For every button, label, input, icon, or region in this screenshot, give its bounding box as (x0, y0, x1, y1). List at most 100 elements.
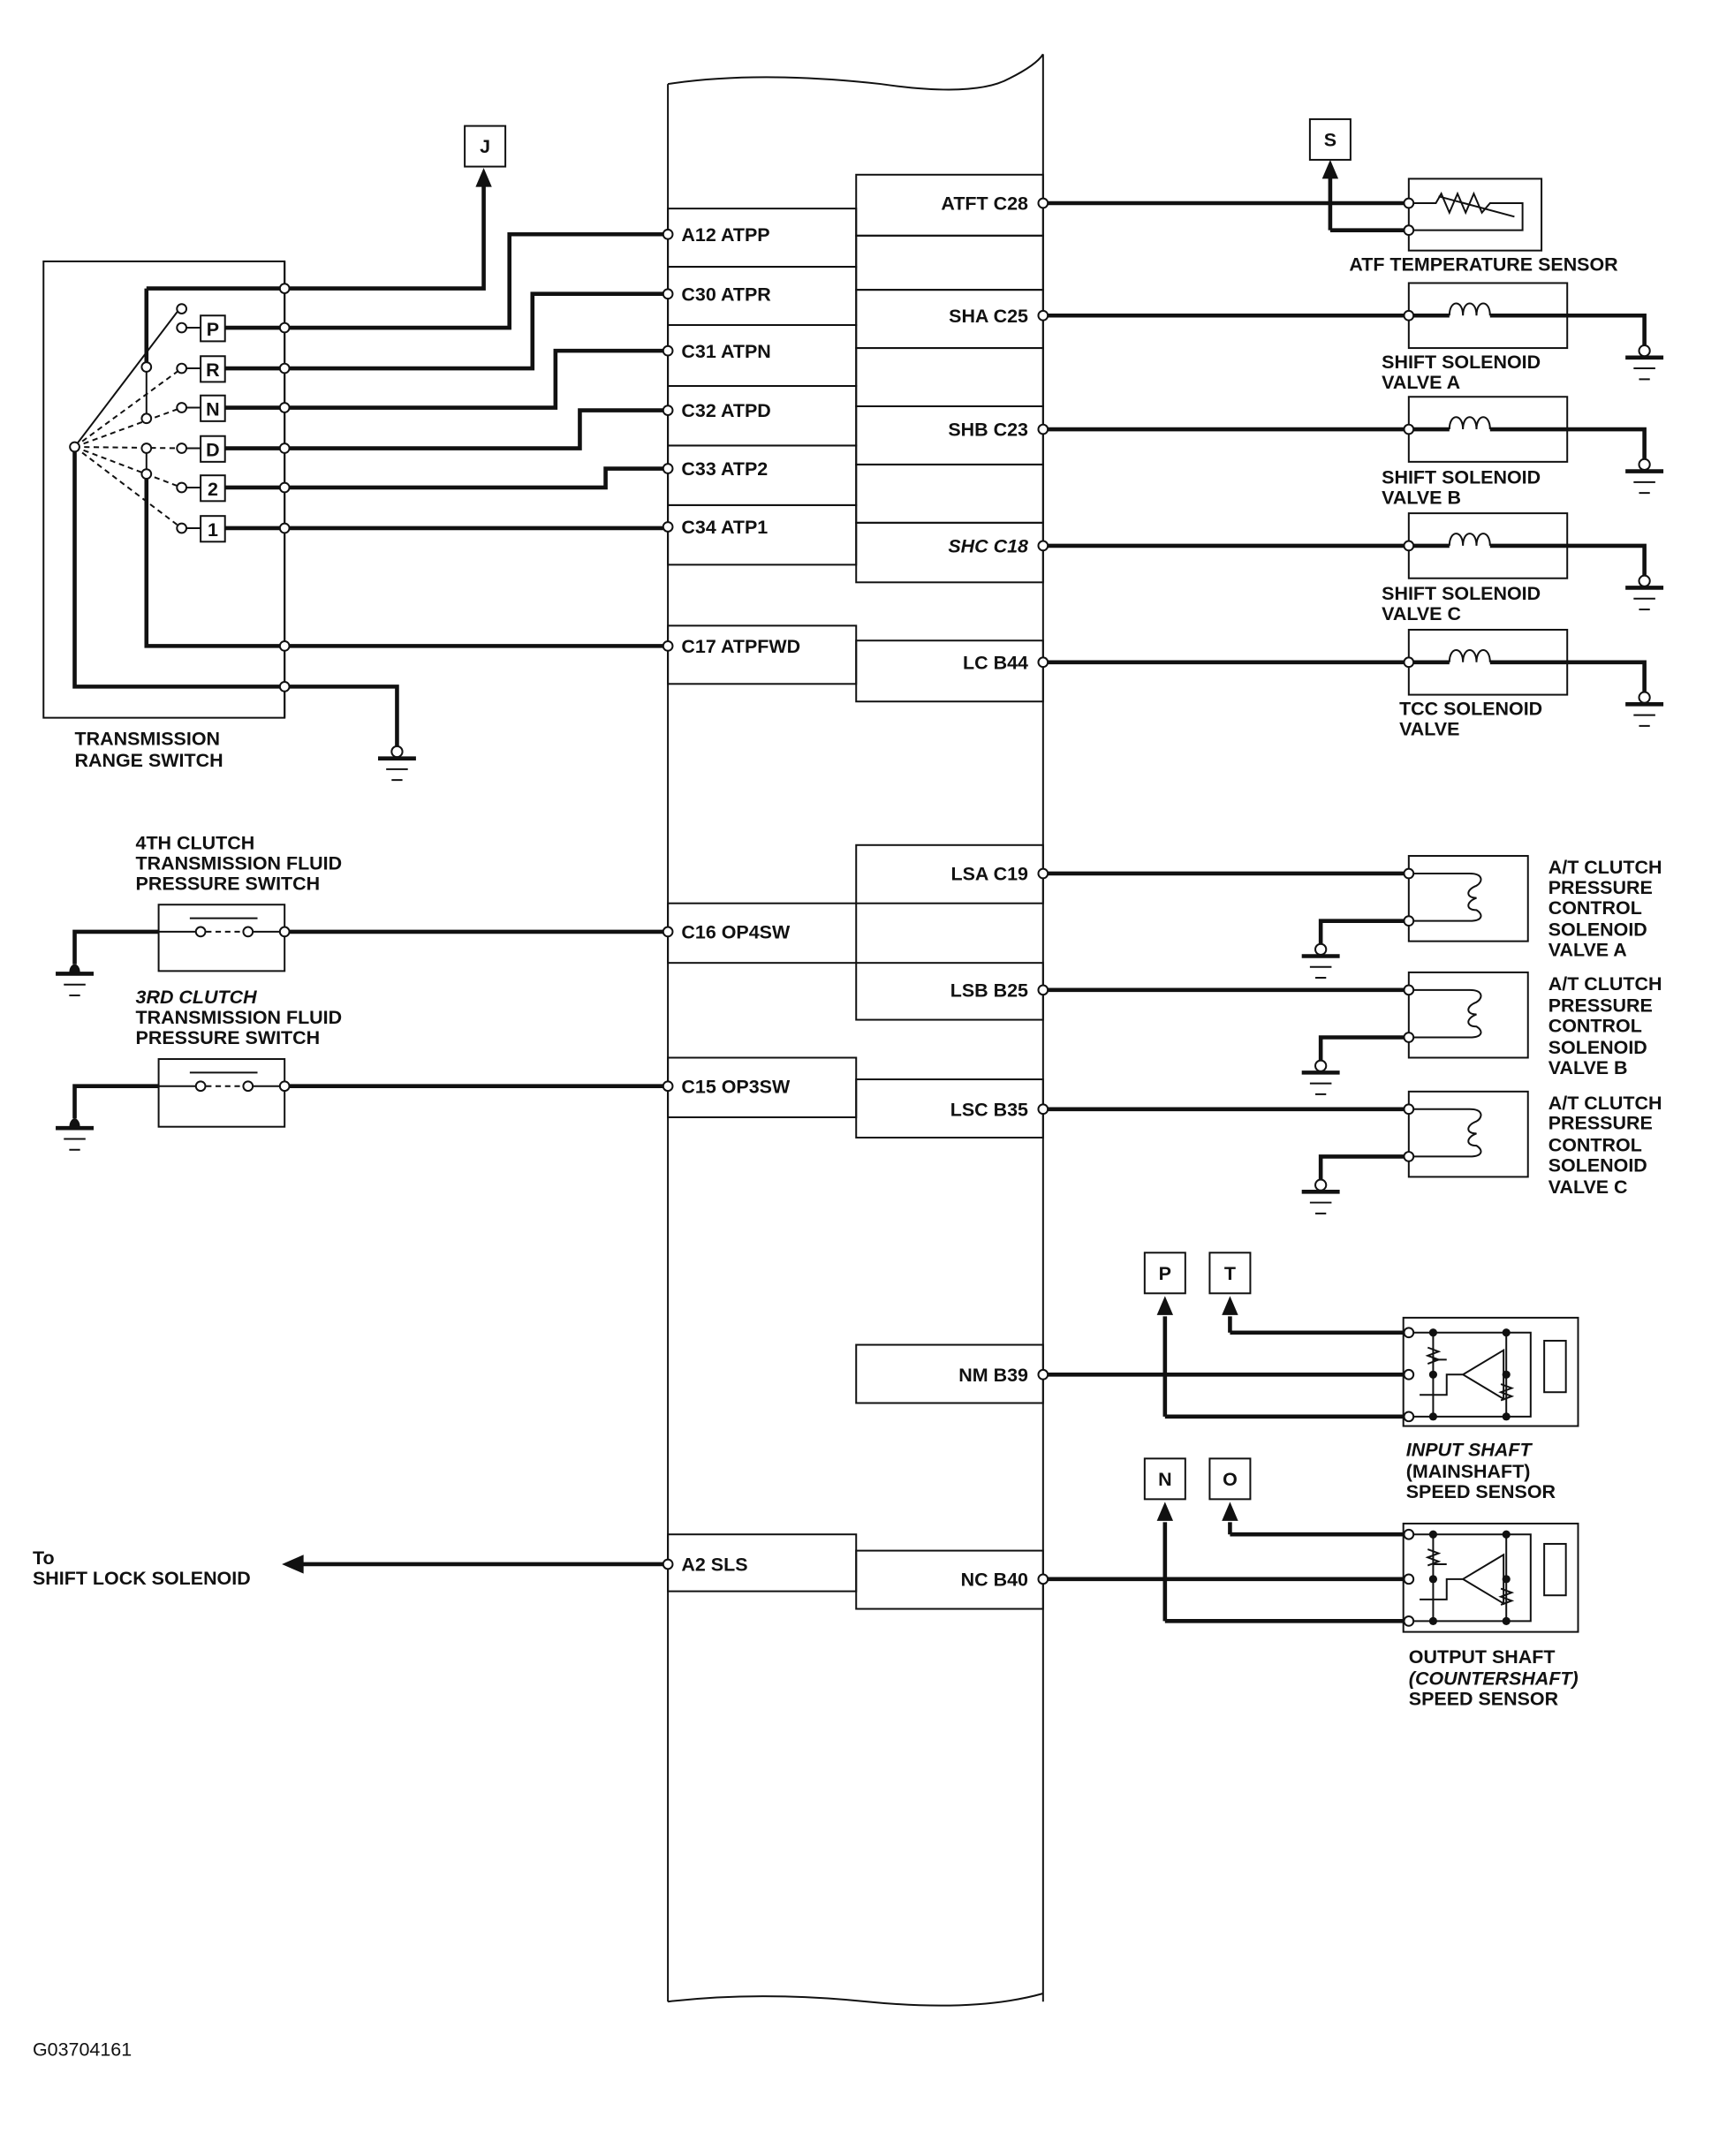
junction-dot (1502, 1575, 1511, 1584)
switch-arm (73, 305, 183, 448)
pin-circle (278, 481, 291, 494)
link-circle (140, 361, 153, 373)
svg-text:SOLENOID: SOLENOID (1548, 1154, 1647, 1176)
pin-circle (1037, 1103, 1049, 1116)
wire-atpr (224, 291, 669, 371)
svg-text:SHIFT SOLENOID: SHIFT SOLENOID (1382, 583, 1541, 604)
pin-c34-label: C34 ATP1 (681, 517, 768, 538)
connector-t: T (1208, 1252, 1252, 1295)
range-switch-positions: P R N D 2 1 (200, 314, 226, 543)
link-circle (140, 443, 153, 454)
pin-circle (662, 228, 674, 240)
pins (69, 197, 1511, 1627)
range-switch-label: TRANSMISSION RANGE SWITCH (75, 728, 223, 771)
pin-circle (1403, 1411, 1415, 1423)
svg-text:N: N (1158, 1469, 1172, 1490)
ground-icon (1633, 367, 1655, 381)
wire-pc-ground (1318, 1035, 1409, 1061)
coil-icon (1448, 533, 1491, 546)
pin-circle (1037, 197, 1049, 209)
ground-icon (1638, 344, 1651, 358)
svg-text:VALVE C: VALVE C (1548, 1176, 1628, 1198)
pin-circle (662, 640, 674, 652)
ground-icon (1633, 714, 1655, 727)
ground-icon (1633, 480, 1655, 495)
wire-ground-rs (284, 685, 399, 746)
wire-atpn (224, 348, 669, 410)
svg-text:PRESSURE SWITCH: PRESSURE SWITCH (136, 1027, 321, 1048)
ecm-connector-cell (855, 347, 1044, 407)
junction-dot (1428, 1328, 1438, 1337)
speed-sensor-box (1402, 1316, 1579, 1427)
wire-pc-ground (1318, 1154, 1409, 1180)
wire-solenoid-ground (1489, 543, 1647, 576)
pin-circle (1403, 915, 1415, 927)
pin-circle (1403, 1032, 1415, 1043)
svg-text:3RD CLUTCH: 3RD CLUTCH (136, 987, 258, 1008)
pin-circle (1403, 1528, 1415, 1540)
svg-text:1: 1 (208, 519, 218, 541)
svg-text:PRESSURE: PRESSURE (1548, 995, 1653, 1016)
connector-s: S (1308, 117, 1352, 161)
pin-c16-label: C16 OP4SW (681, 922, 791, 943)
wire-solenoid-ground (1489, 313, 1647, 345)
svg-text:CONTROL: CONTROL (1548, 1015, 1642, 1036)
ground-icon (1638, 458, 1651, 472)
wire-o (1228, 1522, 1409, 1537)
svg-text:O: O (1223, 1469, 1238, 1490)
resistor-icon (1425, 1346, 1515, 1402)
wire-pc-ground (1318, 919, 1409, 944)
svg-text:A/T CLUTCH: A/T CLUTCH (1548, 857, 1662, 878)
contact-circle (176, 481, 188, 494)
arrow-up-icon (1156, 1502, 1174, 1521)
wire-atpfwd (144, 473, 669, 648)
pc-solenoid-box (1407, 855, 1529, 942)
contact-circle (194, 926, 207, 938)
pin-c15-label: C15 OP3SW (681, 1076, 791, 1097)
svg-text:J: J (480, 136, 490, 157)
switch-dashed (74, 446, 183, 488)
wire-t (1228, 1316, 1409, 1335)
ground-icon (69, 1118, 80, 1127)
contact-circle (242, 926, 254, 938)
ground-icon (64, 1138, 86, 1151)
svg-text:INPUT SHAFT: INPUT SHAFT (1406, 1439, 1533, 1460)
svg-text:P: P (1159, 1263, 1171, 1284)
atf-temp-sensor-box (1407, 178, 1543, 252)
wire-atpd (224, 408, 669, 450)
wire-atp2 (224, 466, 669, 490)
resistor-icon (1425, 1548, 1515, 1606)
pin-circle (278, 681, 291, 692)
ecm-connector-cell (855, 463, 1044, 524)
svg-text:S: S (1324, 130, 1336, 151)
pivot-circle (69, 441, 80, 453)
ground-icon (386, 768, 408, 782)
pin-circle (1403, 1103, 1415, 1116)
pin-circle (278, 443, 291, 454)
pin-circle (278, 640, 291, 652)
position-n: N (200, 394, 226, 422)
svg-text:D: D (206, 440, 220, 461)
svg-text:SHIFT LOCK SOLENOID: SHIFT LOCK SOLENOID (33, 1568, 251, 1589)
junction-dot (1502, 1530, 1511, 1539)
pin-c33-label: C33 ATP2 (681, 458, 768, 480)
pin-c17-label: C17 ATPFWD (681, 636, 800, 657)
sensor-circuit (1408, 1331, 1532, 1418)
pin-circle (1403, 224, 1415, 237)
ground-icon (69, 964, 80, 972)
pin-circle (278, 362, 291, 374)
svg-text:SHIFT SOLENOID: SHIFT SOLENOID (1382, 352, 1541, 373)
pin-circle (1037, 1368, 1049, 1381)
pin-circle (278, 1080, 291, 1093)
pin-circle (662, 1080, 674, 1093)
resistor-icon (1543, 1542, 1567, 1597)
coil-icon (1448, 416, 1491, 430)
pin-c30-label: C30 ATPR (681, 284, 771, 305)
wire-ground (72, 929, 159, 965)
